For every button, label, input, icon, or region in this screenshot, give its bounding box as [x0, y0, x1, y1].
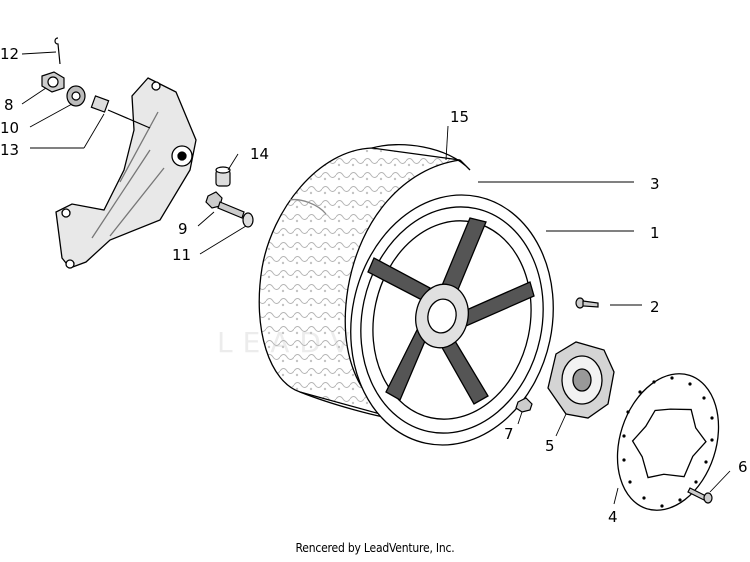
axle-nut	[42, 72, 64, 92]
credit-line: Rencered by LeadVenture, Inc.	[295, 541, 455, 555]
disc-bolt	[688, 488, 712, 503]
callout-5: 5	[545, 437, 555, 455]
callout-2: 2	[650, 298, 660, 316]
rim-spokes	[368, 218, 534, 404]
diagram-canvas: LEADVENTURE	[0, 0, 748, 526]
hub-nut	[516, 398, 532, 412]
callout-9: 9	[178, 220, 188, 238]
callout-4: 4	[608, 508, 618, 526]
callout-11: 11	[172, 246, 191, 264]
disc-holes	[622, 376, 714, 508]
callout-7: 7	[504, 425, 514, 443]
brake-hub	[548, 342, 614, 418]
brake-disc	[601, 361, 736, 524]
callout-6: 6	[738, 458, 748, 476]
rear-bracket	[56, 78, 196, 268]
callout-1: 1	[650, 224, 660, 242]
leader-lines	[21, 51, 731, 505]
axle-assembly	[91, 96, 150, 128]
mounting-bolt	[206, 192, 244, 218]
callout-15: 15	[450, 108, 469, 126]
cotter-pin	[55, 38, 60, 64]
rim-screw	[576, 298, 598, 308]
callout-3: 3	[650, 175, 660, 193]
spacer	[216, 167, 230, 186]
callout-14: 14	[250, 145, 269, 163]
axle-washer	[67, 86, 85, 106]
bolt-washer	[243, 213, 253, 227]
callout-12: 12	[0, 45, 19, 63]
callout-13: 13	[0, 141, 19, 159]
callout-8: 8	[4, 96, 14, 114]
callout-10: 10	[0, 119, 19, 137]
wheel-rim	[328, 176, 576, 464]
callout-labels: 12 8 10 13 14 15 3 1 9 11 2 7 5 6 4	[0, 45, 748, 526]
